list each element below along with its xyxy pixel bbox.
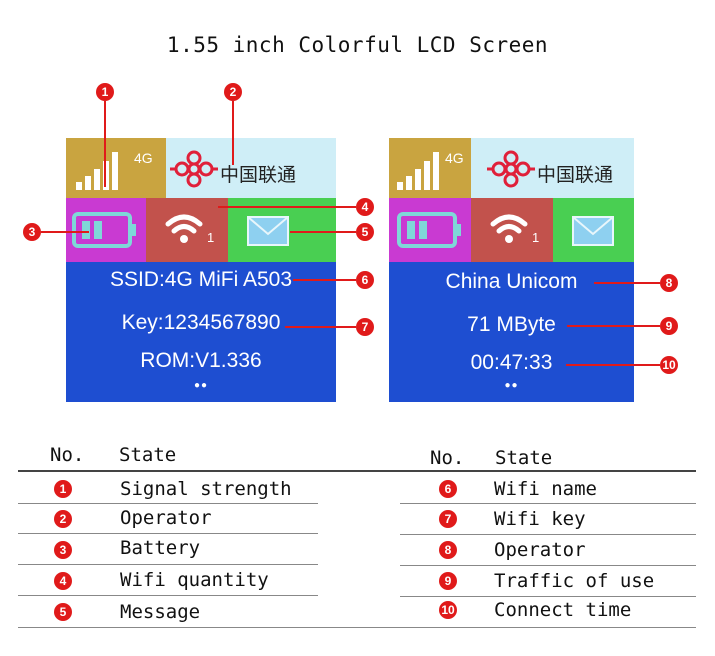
- callout-badge-1: 1: [96, 83, 114, 101]
- table-badge-7: 7: [439, 510, 457, 528]
- header-no-left: No.: [50, 444, 85, 466]
- callout-badge-9: 9: [660, 317, 678, 335]
- network-type-label: 4G: [134, 150, 153, 166]
- callout-line-10: [566, 364, 660, 366]
- callout-badge-8: 8: [660, 274, 678, 292]
- page-indicator: ●●: [504, 380, 519, 391]
- row-divider: [400, 534, 696, 535]
- row-divider: [18, 533, 318, 534]
- envelope-icon: [247, 216, 289, 246]
- wifi-key-text: Key:1234567890: [121, 311, 281, 334]
- network-type-label: 4G: [445, 150, 464, 166]
- wifi-count: 1: [532, 230, 540, 245]
- wifi-icon: [165, 214, 203, 243]
- signal-bars-icon: [397, 152, 439, 190]
- page-title: 1.55 inch Colorful LCD Screen: [166, 33, 549, 57]
- callout-badge-5: 5: [356, 223, 374, 241]
- table-badge-8: 8: [439, 541, 457, 559]
- table-row-state: Battery: [120, 537, 201, 559]
- lcd-screen-right: 4G 中国联通 1: [389, 138, 634, 402]
- message-cell: [553, 198, 634, 262]
- callout-line-1: [104, 101, 106, 187]
- battery-cell: [389, 198, 471, 262]
- wifi-cell: 1: [146, 198, 228, 262]
- operator-name: 中国联通: [537, 164, 614, 186]
- table-row-state: Wifi name: [494, 478, 597, 500]
- callout-badge-6: 6: [356, 271, 374, 289]
- row-divider: [400, 565, 696, 566]
- callout-badge-4: 4: [356, 198, 374, 216]
- china-unicom-logo-icon: [487, 150, 535, 188]
- rom-version-text: ROM:V1.336: [140, 349, 262, 372]
- table-row-state: Message: [120, 601, 201, 623]
- battery-icon: [397, 212, 461, 248]
- wifi-icon: [490, 214, 528, 243]
- row-divider: [400, 503, 696, 504]
- table-row-state: Wifi key: [494, 508, 586, 530]
- table-badge-6: 6: [439, 480, 457, 498]
- wifi-cell: 1: [471, 198, 553, 262]
- envelope-icon: [572, 216, 614, 246]
- page-indicator: ●●: [193, 380, 209, 391]
- table-badge-9: 9: [439, 572, 457, 590]
- callout-line-9: [567, 325, 660, 327]
- table-badge-4: 4: [54, 572, 72, 590]
- table-badge-2: 2: [54, 510, 72, 528]
- lcd-screen-left: 4G 中国联通 1: [66, 138, 336, 402]
- callout-badge-7: 7: [356, 318, 374, 336]
- table-badge-5: 5: [54, 603, 72, 621]
- callout-line-2: [232, 101, 234, 165]
- connect-time-text: 00:47:33: [470, 351, 553, 374]
- china-unicom-logo-icon: [170, 150, 218, 188]
- header-state-left: State: [119, 444, 177, 466]
- table-row-state: Wifi quantity: [120, 569, 269, 591]
- traffic-text: 71 MByte: [467, 313, 556, 336]
- table-row-state: Operator: [494, 539, 586, 561]
- row-divider: [18, 564, 318, 565]
- table-header-rule: [18, 470, 696, 472]
- operator-cell: 中国联通: [471, 138, 634, 198]
- callout-line-5: [290, 231, 356, 233]
- table-bottom-rule: [18, 627, 696, 628]
- ssid-text: SSID:4G MiFi A503: [109, 268, 293, 291]
- callout-badge-2: 2: [224, 83, 242, 101]
- callout-line-4: [218, 206, 356, 208]
- signal-cell: 4G: [389, 138, 471, 198]
- info-panel: SSID:4G MiFi A503 Key:1234567890 ROM:V1.…: [66, 262, 336, 402]
- table-row-state: Traffic of use: [494, 570, 655, 592]
- signal-bars-icon: [76, 152, 118, 190]
- operator-cell: 中国联通: [166, 138, 336, 198]
- table-badge-10: 10: [439, 601, 457, 619]
- callout-line-3: [41, 231, 89, 233]
- battery-icon: [72, 212, 136, 248]
- callout-badge-3: 3: [23, 223, 41, 241]
- table-row-state: Signal strength: [120, 478, 292, 500]
- operator-info-text: China Unicom: [445, 270, 578, 293]
- table-row-state: Operator: [120, 507, 212, 529]
- table-badge-1: 1: [54, 480, 72, 498]
- message-cell: [228, 198, 336, 262]
- header-state-right: State: [495, 447, 553, 469]
- wifi-count: 1: [207, 230, 215, 245]
- header-no-right: No.: [430, 447, 465, 469]
- callout-line-6: [293, 279, 356, 281]
- row-divider: [18, 503, 318, 504]
- info-panel: China Unicom 71 MByte 00:47:33 ●●: [389, 262, 634, 402]
- table-badge-3: 3: [54, 541, 72, 559]
- callout-line-7: [285, 326, 356, 328]
- operator-name: 中国联通: [220, 164, 297, 186]
- table-row-state: Connect time: [494, 599, 632, 621]
- callout-line-8: [594, 282, 660, 284]
- signal-cell: 4G: [66, 138, 166, 198]
- row-divider: [400, 596, 696, 597]
- row-divider: [18, 595, 318, 596]
- battery-cell: [66, 198, 146, 262]
- callout-badge-10: 10: [660, 356, 678, 374]
